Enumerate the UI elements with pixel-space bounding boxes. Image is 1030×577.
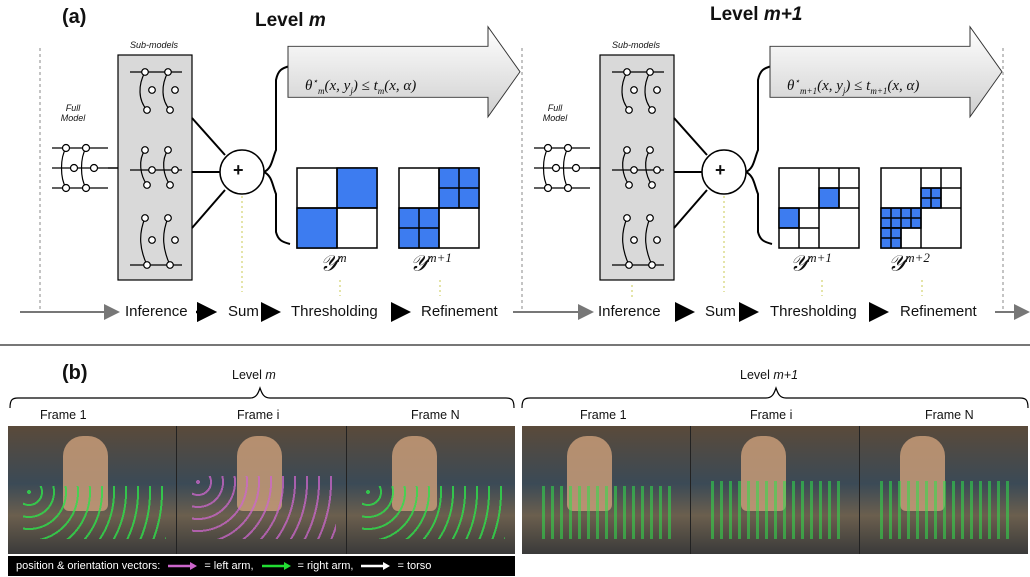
pipeline-refinement-m: Refinement — [421, 303, 498, 320]
frame-label-m1-1: Frame 1 — [580, 408, 627, 422]
frames-level-m — [8, 426, 515, 554]
arrow-icon — [361, 562, 391, 570]
level-m1-title: Level m+1 — [710, 4, 803, 25]
set-grid-1 — [296, 167, 378, 249]
pipeline-sum-m1: Sum — [705, 303, 736, 320]
pipeline-refinement-m1: Refinement — [900, 303, 977, 320]
video-frame — [691, 426, 860, 554]
arrow-icon — [261, 562, 291, 570]
frame-label-m1-n: Frame N — [925, 408, 974, 422]
video-frame — [860, 426, 1028, 554]
video-frame — [177, 426, 347, 554]
frame-label-m-i: Frame i — [237, 408, 280, 422]
legend-left-arm: = left arm, — [204, 560, 254, 572]
full-model-graph — [52, 143, 108, 193]
set-grid-2 — [398, 167, 480, 249]
pipeline-thresholding-m1: Thresholding — [770, 303, 857, 320]
pipeline-inference-m: Inference — [125, 303, 188, 320]
panel-b-level-m1: Level m+1 — [740, 368, 799, 382]
set-label-m1-1: 𝒴m+1 — [790, 250, 832, 276]
submodels-label-m1: Sub-models — [612, 40, 661, 50]
legend-right-arm: = right arm, — [297, 560, 354, 572]
arrow-icon — [168, 562, 198, 570]
legend-prefix: position & orientation vectors: — [16, 560, 161, 572]
panel-b-level-m: Level m — [232, 368, 276, 382]
set-label-m-2: 𝒴m+1 — [410, 250, 452, 276]
vector-legend: position & orientation vectors: = left a… — [8, 556, 515, 576]
threshold-eq-m1: θ⋆m+1(x, yj) ≤ tm+1(x, α) — [787, 76, 920, 96]
pipeline-thresholding-m: Thresholding — [291, 303, 378, 320]
set-label-m1-2: 𝒴m+2 — [888, 250, 930, 276]
video-frame — [8, 426, 178, 554]
sum-plus-m1: + — [715, 160, 726, 180]
sum-plus-m: + — [233, 160, 244, 180]
level-m-title: Level m — [255, 10, 326, 31]
level-m-group — [52, 25, 633, 300]
submodel-graphs — [130, 68, 182, 269]
panel-a-label: (a) — [62, 6, 87, 28]
frame-label-m1-i: Frame i — [750, 408, 793, 422]
pipeline-sum-m: Sum — [228, 303, 259, 320]
video-frame — [522, 426, 691, 554]
submodels-box — [117, 54, 193, 281]
pipeline-inference-m1: Inference — [598, 303, 661, 320]
legend-torso: = torso — [397, 560, 432, 572]
video-frame — [346, 426, 515, 554]
frames-level-m1 — [522, 426, 1028, 554]
brace-level-m — [9, 386, 515, 409]
panel-b-label: (b) — [62, 362, 88, 384]
level-m1-group — [534, 25, 1003, 296]
frame-label-m-1: Frame 1 — [40, 408, 87, 422]
brace-level-m1 — [521, 386, 1029, 409]
threshold-eq-m: θ⋆m(x, yj) ≤ tm(x, α) — [305, 76, 417, 96]
frame-label-m-n: Frame N — [411, 408, 460, 422]
set-label-m-1: 𝒴m — [320, 250, 347, 276]
submodels-label-m: Sub-models — [130, 40, 179, 50]
